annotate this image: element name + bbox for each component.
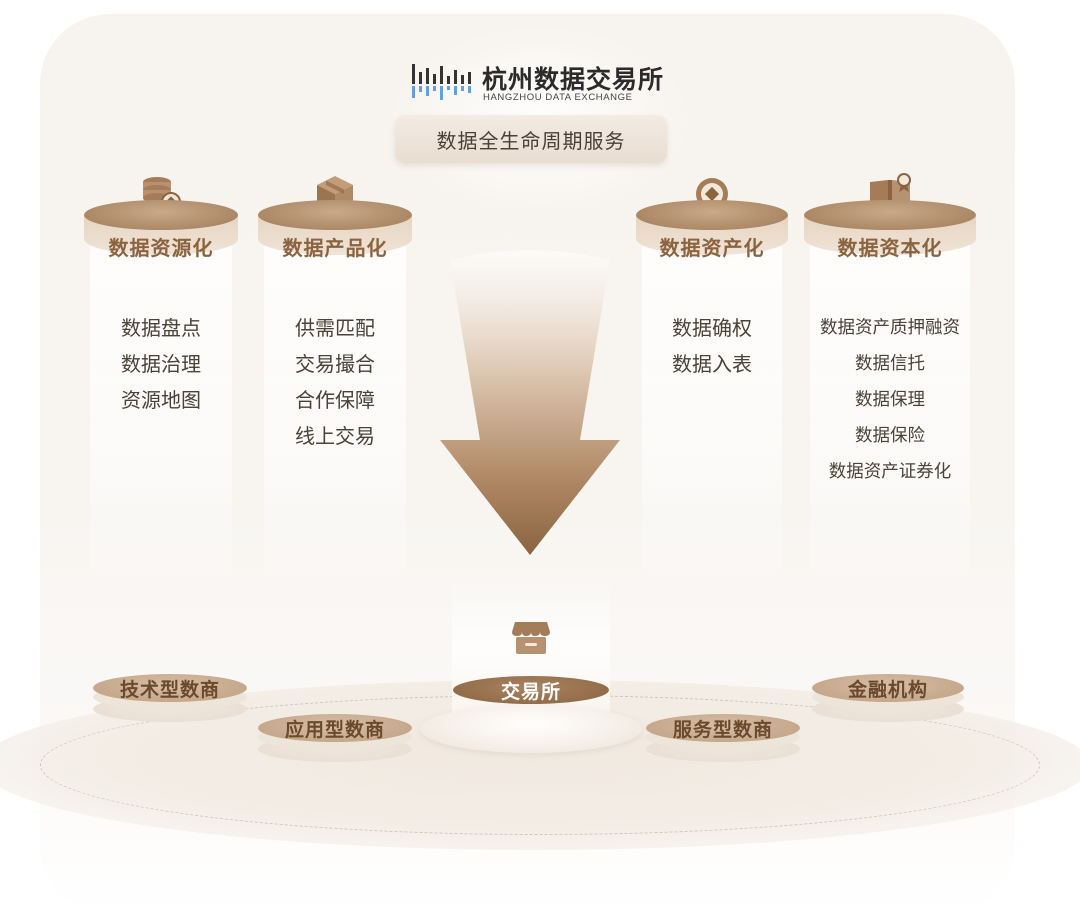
pillar-item: 资源地图 xyxy=(121,388,201,412)
node-label: 交易所 xyxy=(453,676,609,704)
pillar-title: 数据资本化 xyxy=(837,236,943,260)
pillar-glow xyxy=(642,240,782,600)
pillar-item: 数据盘点 xyxy=(121,316,201,340)
pillar-item: 线上交易 xyxy=(295,424,375,448)
pillar-item-list: 数据盘点 数据治理 资源地图 xyxy=(84,310,238,418)
pillar-item: 数据保险 xyxy=(855,426,925,446)
pillar-item: 数据资产质押融资 xyxy=(820,318,960,338)
node-app-merchant: 应用型数商 xyxy=(258,714,412,770)
pillar-item: 供需匹配 xyxy=(295,316,375,340)
pillar-item-list: 供需匹配 交易撮合 合作保障 线上交易 xyxy=(258,310,412,454)
pillar-data-capital: 数据资本化 数据资产质押融资 数据信托 数据保理 数据保险 数据资产证券化 xyxy=(804,170,976,600)
pillar-glow xyxy=(810,240,970,600)
logo-bars-icon xyxy=(412,64,471,100)
node-label: 技术型数商 xyxy=(93,674,247,702)
logo-title: 杭州数据交易所 xyxy=(482,65,665,94)
storefront-icon xyxy=(512,622,550,654)
pillar-item: 数据保理 xyxy=(855,390,925,410)
pillar-data-asset: 数据资产化 数据确权 数据入表 xyxy=(636,170,788,600)
node-label: 应用型数商 xyxy=(258,714,412,742)
pillar-item-list: 数据资产质押融资 数据信托 数据保理 数据保险 数据资产证券化 xyxy=(804,310,976,490)
pillar-item: 交易撮合 xyxy=(295,352,375,376)
node-service-merchant: 服务型数商 xyxy=(646,714,800,770)
node-tech-merchant: 技术型数商 xyxy=(93,674,247,730)
logo-subtitle: HANGZHOU DATA EXCHANGE xyxy=(483,92,633,103)
pillar-cap-top xyxy=(636,200,788,230)
pillar-data-resource: 数据资源化 数据盘点 数据治理 资源地图 xyxy=(84,170,238,600)
pillar-item: 数据入表 xyxy=(672,352,752,376)
pillar-item: 合作保障 xyxy=(295,388,375,412)
pillar-item: 数据资产证券化 xyxy=(828,462,952,482)
pillar-data-product: 数据产品化 供需匹配 交易撮合 合作保障 线上交易 xyxy=(258,170,412,600)
node-financial-institution: 金融机构 xyxy=(812,674,964,730)
pillar-cap-top xyxy=(804,200,976,230)
pillar-cap-top xyxy=(258,200,412,230)
node-exchange: 交易所 xyxy=(453,676,609,732)
pillar-title: 数据产品化 xyxy=(282,236,388,260)
pillar-item: 数据信托 xyxy=(855,354,925,374)
pillar-item-list: 数据确权 数据入表 xyxy=(636,310,788,382)
lifecycle-service-banner: 数据全生命周期服务 xyxy=(395,115,667,163)
node-label: 服务型数商 xyxy=(646,714,800,742)
pillar-title: 数据资源化 xyxy=(108,236,214,260)
center-platform-disc xyxy=(420,705,642,753)
pillar-glow xyxy=(264,240,406,600)
exchange-logo: 杭州数据交易所 HANGZHOU DATA EXCHANGE xyxy=(410,58,670,108)
pillar-cap-top xyxy=(84,200,238,230)
pillar-title: 数据资产化 xyxy=(659,236,765,260)
pillar-glow xyxy=(90,240,232,600)
pillar-item: 数据治理 xyxy=(121,352,201,376)
node-label: 金融机构 xyxy=(812,674,964,702)
pillar-item: 数据确权 xyxy=(672,316,752,340)
down-arrow-icon xyxy=(440,250,620,555)
